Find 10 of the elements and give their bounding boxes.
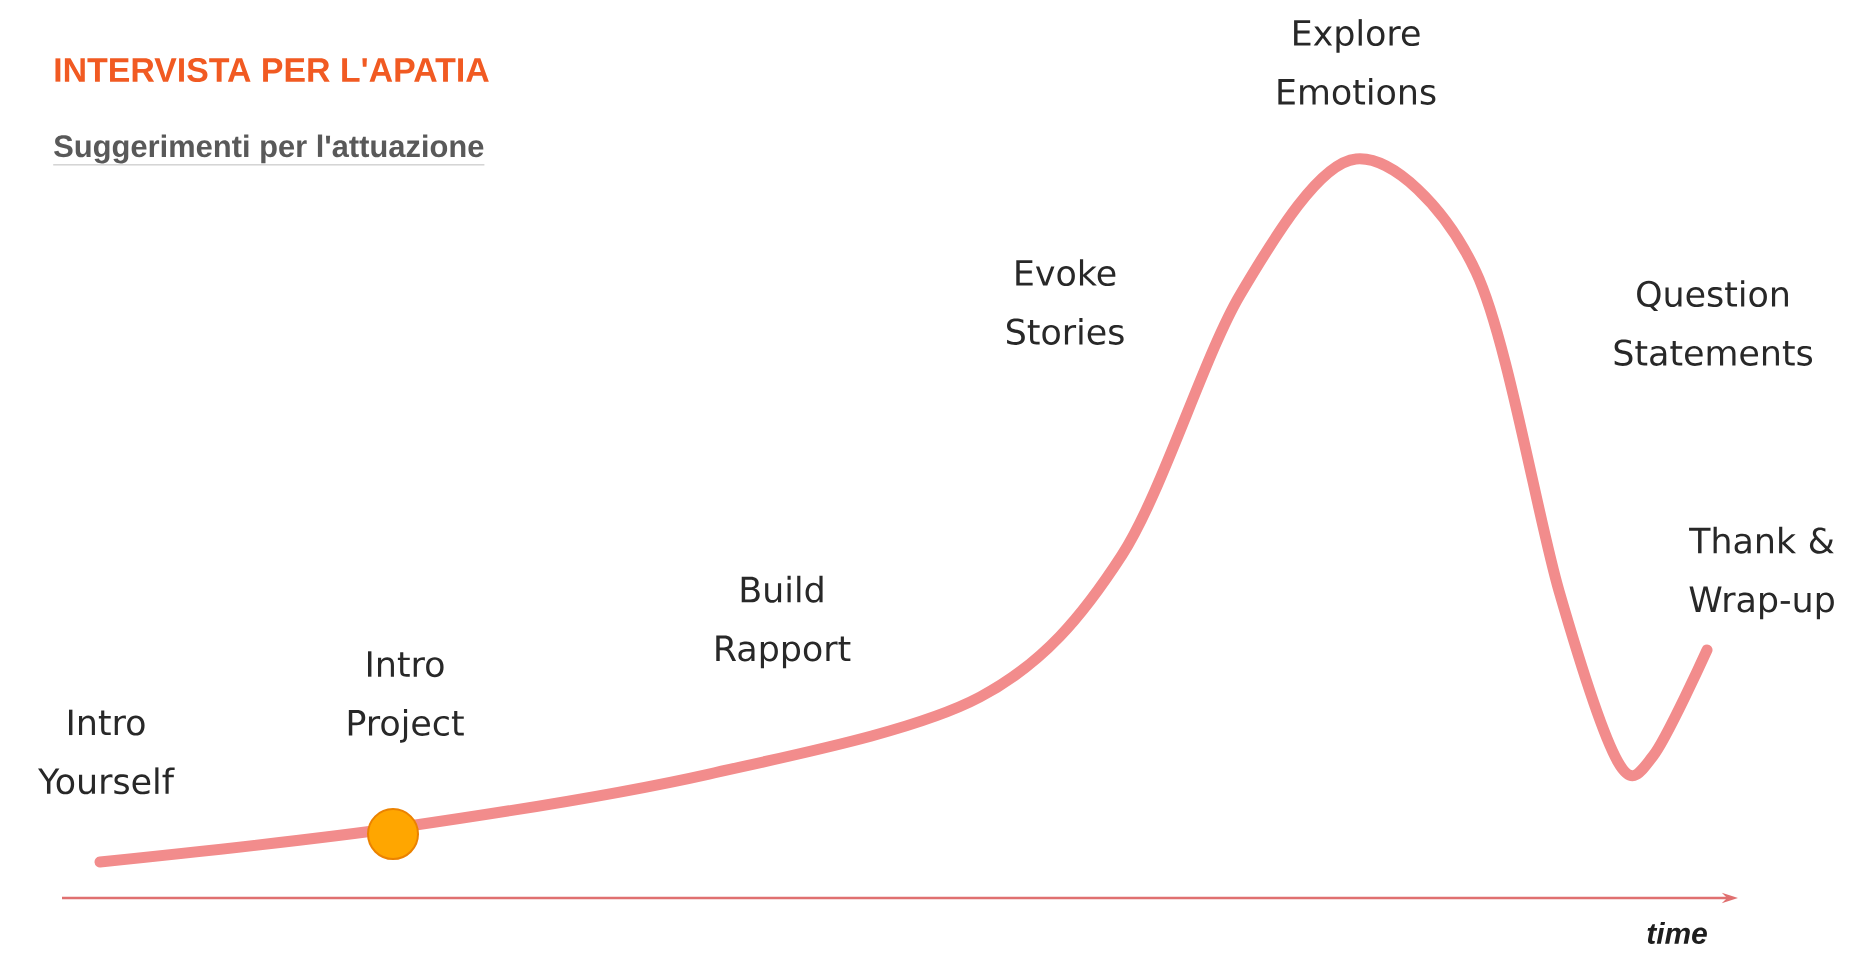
title: INTERVISTA PER L'APATIA <box>55 58 489 82</box>
subtitle: Suggerimenti per l'attuazione <box>53 134 485 166</box>
stage-label: Evoke Stories <box>1007 259 1124 345</box>
stage-label: Intro Project <box>348 651 464 743</box>
axis-label: time <box>1647 922 1707 944</box>
stage-label: Intro Yourself <box>38 709 175 795</box>
stage-label: Build Rapport <box>716 575 851 669</box>
stage-label: Question Statements <box>1614 280 1812 366</box>
stage-label: Explore Emotions <box>1278 19 1436 105</box>
stage-label: Thank & Wrap-up <box>1689 526 1834 620</box>
